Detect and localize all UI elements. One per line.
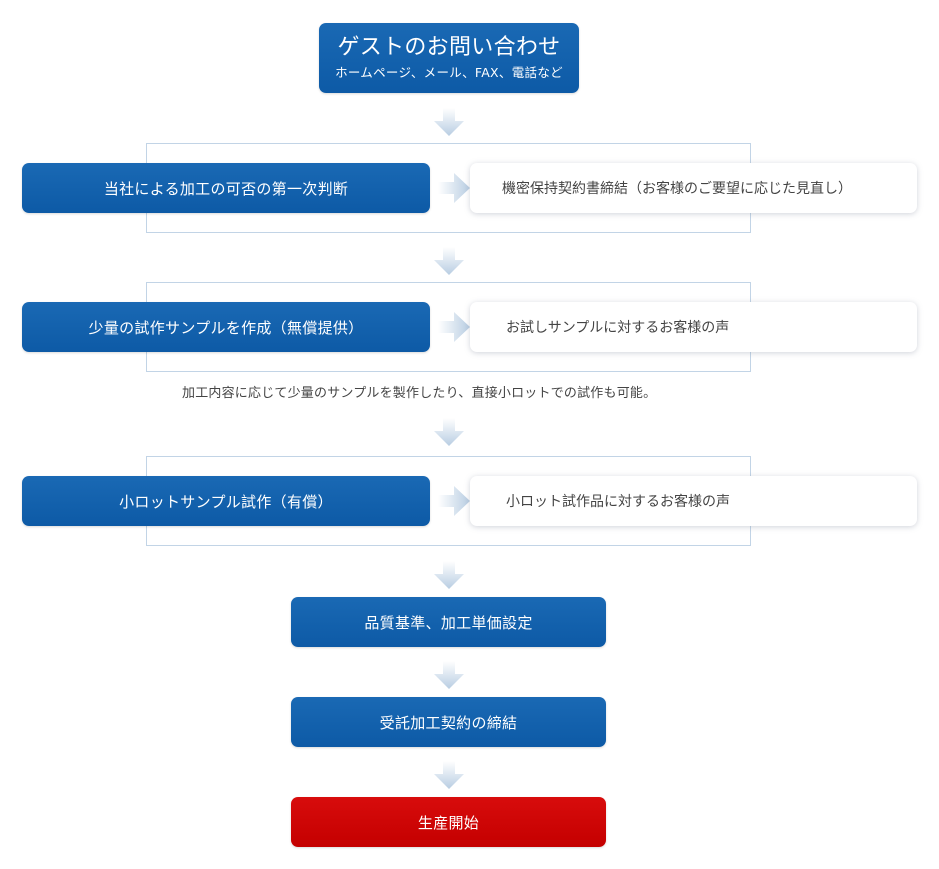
- guest-inquiry-subtitle: ホームページ、メール、FAX、電話など: [335, 65, 563, 80]
- stage-note: 加工内容に応じて少量のサンプルを製作したり、直接小ロットでの試作も可能。: [182, 386, 657, 401]
- stage-side-box-3: 小ロット試作品に対するお客様の声: [470, 476, 917, 526]
- right-arrow-icon: [438, 173, 470, 203]
- down-arrow-icon: [434, 247, 464, 275]
- stage-main-label-2: 少量の試作サンプルを作成（無償提供）: [88, 318, 364, 337]
- step-box-contract: 受託加工契約の締結: [291, 697, 606, 747]
- down-arrow-icon: [434, 108, 464, 136]
- guest-inquiry-box: ゲストのお問い合わせ ホームページ、メール、FAX、電話など: [319, 23, 579, 93]
- stage-side-box-1: 機密保持契約書締結（お客様のご要望に応じた見直し）: [470, 163, 917, 213]
- right-arrow-icon: [438, 486, 470, 516]
- stage-side-box-2: お試しサンプルに対するお客様の声: [470, 302, 917, 352]
- step-label-quality-pricing: 品質基準、加工単価設定: [364, 613, 533, 632]
- down-arrow-icon: [434, 561, 464, 589]
- stage-main-box-3: 小ロットサンプル試作（有償）: [22, 476, 430, 526]
- step-box-quality-pricing: 品質基準、加工単価設定: [291, 597, 606, 647]
- guest-inquiry-title: ゲストのお問い合わせ: [337, 35, 561, 60]
- down-arrow-icon: [434, 761, 464, 789]
- stage-side-label-2: お試しサンプルに対するお客様の声: [506, 320, 730, 336]
- step-box-production-start: 生産開始: [291, 797, 606, 847]
- step-label-production-start: 生産開始: [417, 813, 480, 832]
- stage-side-label-1: 機密保持契約書締結（お客様のご要望に応じた見直し）: [502, 181, 852, 197]
- stage-main-label-3: 小ロットサンプル試作（有償）: [119, 492, 333, 511]
- stage-side-label-3: 小ロット試作品に対するお客様の声: [506, 494, 730, 510]
- stage-main-box-1: 当社による加工の可否の第一次判断: [22, 163, 430, 213]
- stage-main-box-2: 少量の試作サンプルを作成（無償提供）: [22, 302, 430, 352]
- step-label-contract: 受託加工契約の締結: [379, 713, 518, 732]
- down-arrow-icon: [434, 661, 464, 689]
- right-arrow-icon: [438, 312, 470, 342]
- stage-main-label-1: 当社による加工の可否の第一次判断: [103, 179, 349, 198]
- down-arrow-icon: [434, 418, 464, 446]
